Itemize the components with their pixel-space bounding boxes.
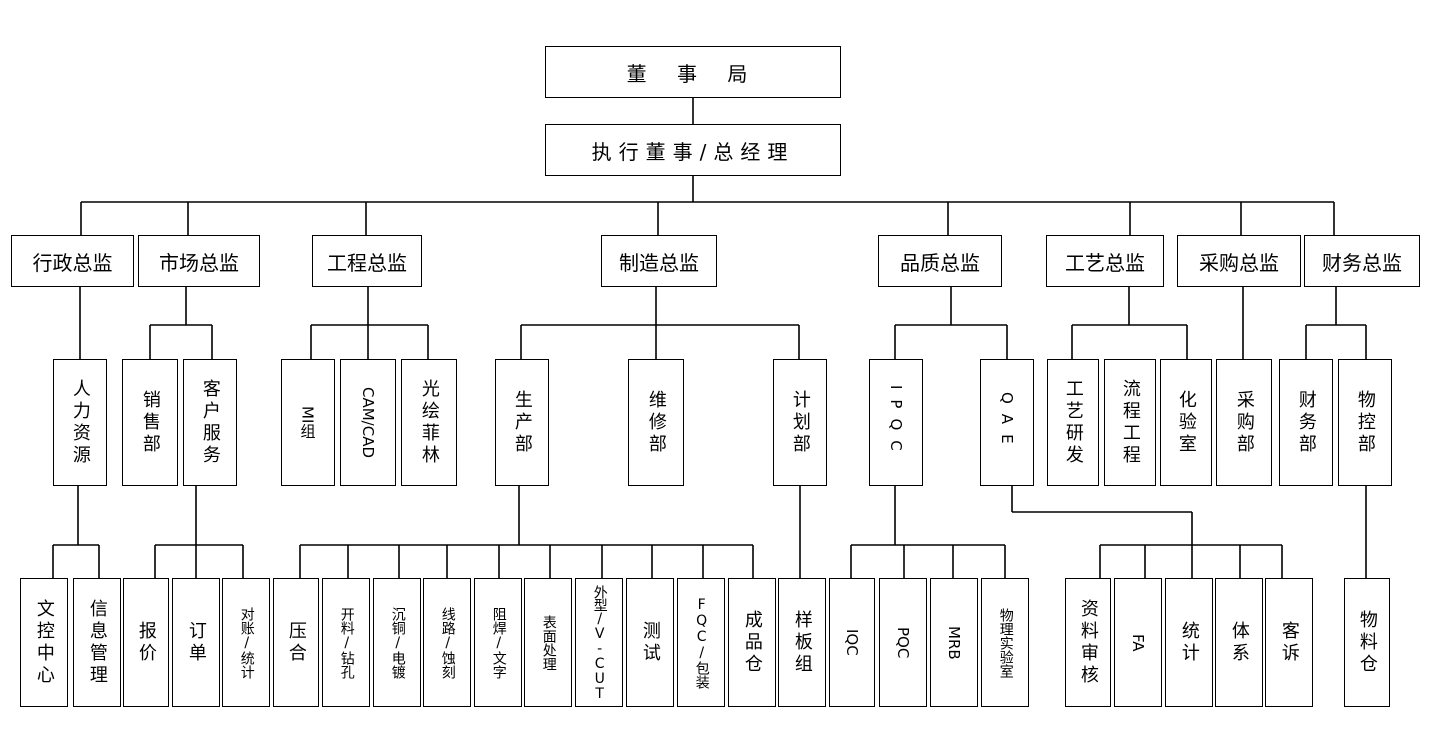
director-quality: 品质总监 (878, 235, 1002, 287)
unit-surface-treatment: 表面处理 (524, 578, 572, 707)
unit-finished-goods: 成品仓 (728, 578, 776, 707)
dept-cam-cad: CAM/CAD (340, 359, 396, 486)
director-manufacturing: 制造总监 (601, 235, 717, 287)
unit-info-management: 信息管理 (73, 578, 121, 707)
director-purchasing: 采购总监 (1177, 235, 1301, 287)
unit-sample-group: 样板组 (778, 578, 826, 707)
unit-profiling: 外型/V-CUT (575, 578, 623, 707)
director-engineering: 工程总监 (312, 235, 422, 287)
unit-iqc: IQC (829, 578, 875, 707)
director-process: 工艺总监 (1046, 235, 1164, 287)
dept-customer-service: 客户服务 (183, 359, 237, 486)
dept-photoplot: 光绘菲林 (401, 359, 457, 486)
unit-pqc: PQC (879, 578, 927, 707)
unit-quotation: 报价 (123, 578, 169, 707)
unit-statistics: 统计 (1165, 578, 1213, 707)
unit-solder-mask: 阻焊/文字 (474, 578, 522, 707)
dept-production: 生产部 (495, 359, 549, 486)
dept-mi: MI组 (281, 359, 335, 486)
dept-process-flow: 流程工程 (1104, 359, 1156, 486)
unit-fqc-packing: FQC/包装 (677, 578, 725, 707)
unit-lamination: 压合 (273, 578, 319, 707)
dept-maintenance: 维修部 (628, 359, 684, 486)
unit-physical-lab: 物理实验室 (981, 578, 1029, 707)
director-finance: 财务总监 (1304, 235, 1420, 287)
dept-ipqc: IPQC (869, 359, 923, 486)
director-admin: 行政总监 (11, 235, 134, 287)
dept-qae: QAE (980, 359, 1034, 486)
dept-process-rnd: 工艺研发 (1047, 359, 1099, 486)
dept-finance: 财务部 (1279, 359, 1333, 486)
unit-fa: FA (1114, 578, 1162, 707)
dept-material-control: 物控部 (1338, 359, 1392, 486)
dept-lab: 化验室 (1160, 359, 1212, 486)
unit-data-review: 资料审核 (1065, 578, 1111, 707)
board-box: 董 事 局 (545, 46, 841, 98)
unit-testing: 测试 (626, 578, 674, 707)
unit-plating: 沉铜/电镀 (373, 578, 421, 707)
unit-reconciliation: 对账/统计 (222, 578, 270, 707)
unit-system: 体系 (1215, 578, 1263, 707)
unit-circuit-etching: 线路/蚀刻 (423, 578, 471, 707)
unit-document-control: 文控中心 (20, 578, 68, 707)
dept-planning: 计划部 (773, 359, 827, 486)
unit-complaints: 客诉 (1265, 578, 1313, 707)
dept-sales: 销售部 (122, 359, 178, 486)
dept-purchasing: 采购部 (1216, 359, 1272, 486)
unit-material-warehouse: 物料仓 (1344, 578, 1390, 707)
director-market: 市场总监 (138, 235, 260, 287)
unit-cutting-drilling: 开料/钻孔 (322, 578, 370, 707)
unit-mrb: MRB (930, 578, 978, 707)
unit-order: 订单 (172, 578, 220, 707)
executive-box: 执行董事/总经理 (545, 124, 841, 176)
dept-hr: 人力资源 (53, 359, 107, 486)
